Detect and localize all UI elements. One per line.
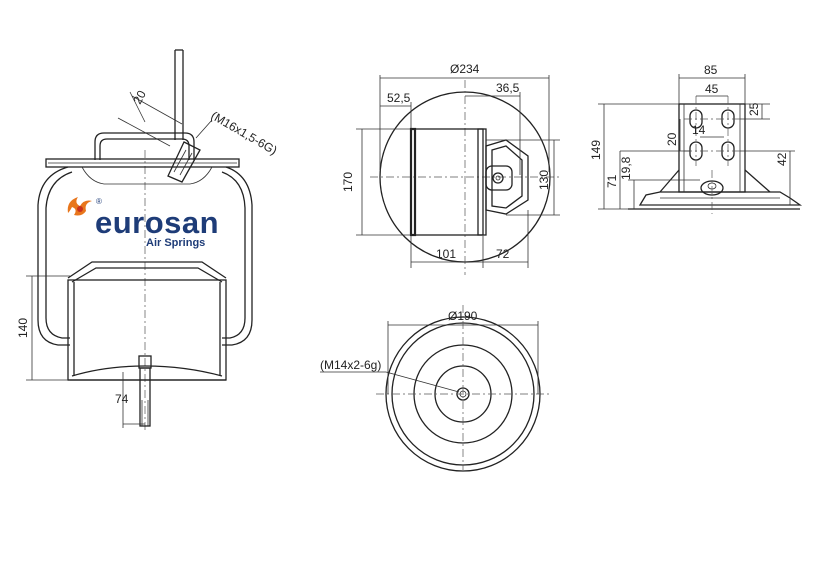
top-bolt (167, 49, 201, 183)
dim-36-5: 36,5 (496, 81, 520, 95)
dim-25: 25 (747, 102, 761, 116)
registered-mark: ® (96, 197, 102, 206)
dim-20-bracket: 20 (665, 132, 679, 146)
dim-149: 149 (589, 140, 603, 160)
bottom-view: Ø190 (M14x2-6g) (320, 305, 550, 472)
dim-45: 45 (705, 82, 719, 96)
dim-190: Ø190 (448, 309, 478, 323)
dim-234: Ø234 (450, 62, 480, 76)
dim-74: 74 (115, 392, 129, 406)
bracket-view: 85 45 14 20 25 149 71 19,8 42 (589, 63, 803, 214)
dim-72: 72 (496, 247, 510, 261)
dim-52-5: 52,5 (387, 91, 411, 105)
dim-130: 130 (537, 170, 551, 190)
dim-20-side: 20 (130, 88, 149, 107)
dim-42: 42 (775, 152, 789, 166)
brand-wordmark: eurosan (95, 205, 220, 240)
dim-thread-top: (M16x1,5-6G) (209, 108, 280, 157)
dim-14: 14 (692, 123, 706, 137)
dim-thread-bottom: (M14x2-6g) (320, 358, 381, 372)
flame-swirl-icon (67, 197, 92, 216)
dim-170: 170 (341, 172, 355, 192)
dim-19-8: 19,8 (619, 156, 633, 180)
dim-85: 85 (704, 63, 718, 77)
brand-tagline: Air Springs (146, 237, 206, 249)
dim-101: 101 (436, 247, 456, 261)
dim-71: 71 (605, 174, 619, 188)
top-view: Ø234 52,5 36,5 170 130 101 72 (341, 62, 560, 275)
dim-140: 140 (16, 318, 30, 338)
